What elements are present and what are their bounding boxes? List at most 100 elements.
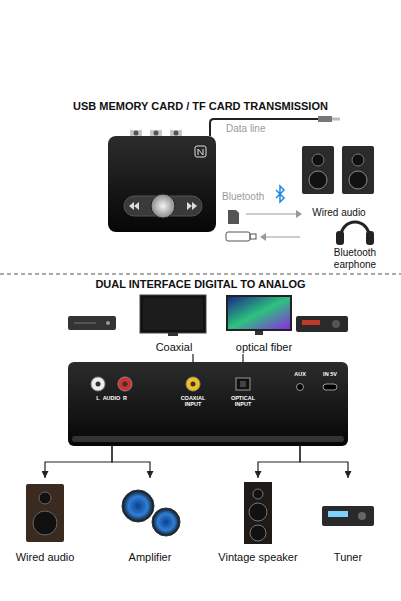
receiver-device (198, 149, 203, 155)
headphones (366, 231, 374, 245)
television (140, 295, 206, 336)
source-caption: optical fiber (224, 292, 304, 354)
signal-connector (300, 446, 348, 478)
wired-speaker (33, 511, 57, 535)
caption-text: Wired audio (16, 551, 75, 564)
port-label: AUDIO (102, 395, 121, 401)
av-receiver (296, 316, 348, 332)
tower-speaker (253, 489, 263, 499)
section-heading: DUAL INTERFACE DIGITAL TO ANALOG (0, 278, 401, 291)
speaker-pair (349, 171, 367, 189)
signal-connector (45, 446, 112, 478)
caption-text: Coaxial (156, 341, 193, 354)
receiver-device (151, 194, 175, 218)
output-caption: Tuner (318, 478, 378, 564)
receiver-device (154, 131, 159, 136)
car-speakers (122, 490, 180, 536)
converter-panel (191, 382, 196, 387)
caption-text: Tuner (334, 551, 362, 564)
tuner-box (328, 511, 348, 517)
speaker-pair (342, 146, 374, 194)
receiver-device (195, 146, 206, 157)
converter-panel (323, 384, 337, 390)
port-label: IN 5V (317, 371, 343, 377)
media-icons (260, 233, 266, 241)
wired-speaker (39, 492, 51, 504)
media-icons (228, 210, 239, 224)
speaker-pair (309, 171, 327, 189)
data-cable (210, 119, 318, 136)
caption-text: optical fiber (236, 341, 292, 354)
speaker-pair (352, 154, 364, 166)
tower-speaker (250, 525, 266, 541)
device-caption: Wired audio (295, 143, 383, 218)
annotation-label: Bluetooth (222, 191, 264, 203)
monitor (226, 295, 292, 331)
television (143, 298, 203, 330)
signal-connector (258, 446, 300, 478)
wired-speaker (26, 484, 64, 542)
converter-panel: LAUDIORCOAXIAL INPUTOPTICAL INPUTAUXIN 5… (68, 362, 348, 446)
television (168, 333, 178, 336)
signal-connector (112, 446, 150, 478)
device-caption: Bluetooth earphone (318, 218, 392, 270)
headphones (336, 231, 344, 245)
media-icons (296, 210, 302, 218)
diagram-title: USB MEMORY CARD / TF CARD TRANSMISSION (0, 100, 401, 113)
media-icons (250, 234, 256, 239)
monitor (226, 295, 292, 335)
signal-connector (242, 354, 243, 362)
tuner-box (322, 506, 374, 526)
media-icons (266, 236, 300, 237)
tuner-box (322, 506, 374, 526)
headphones (336, 222, 374, 245)
converter-panel (118, 377, 132, 391)
port-label: AUX (289, 371, 311, 377)
receiver-device (129, 202, 139, 210)
car-speakers (152, 508, 180, 536)
bluetooth-icon (276, 186, 284, 202)
speaker-pair (302, 146, 334, 194)
monitor (228, 297, 290, 329)
signal-connector (192, 354, 193, 362)
data-cable (318, 116, 332, 122)
converter-panel (186, 377, 200, 391)
av-receiver (302, 320, 320, 325)
dvd-player (68, 316, 116, 330)
receiver-device (187, 202, 197, 210)
bluetooth-icon (276, 186, 284, 202)
converter-panel (68, 362, 348, 446)
converter-panel (96, 382, 101, 387)
converter-panel (297, 384, 304, 391)
data-cable (210, 116, 340, 136)
source-caption: Coaxial (138, 292, 210, 354)
caption-text: Vintage speaker (218, 551, 297, 564)
media-icons (246, 213, 296, 214)
wired-speaker (26, 484, 64, 542)
port-label: R (121, 395, 129, 401)
converter-panel (72, 436, 344, 442)
television (140, 295, 206, 333)
output-caption: Wired audio (8, 478, 82, 564)
av-receiver (332, 320, 340, 328)
receiver-device (108, 136, 216, 232)
port-label: L (94, 395, 102, 401)
caption-text: Bluetooth earphone (318, 247, 392, 270)
dvd-player (68, 316, 116, 330)
caption-text: Wired audio (312, 207, 365, 219)
output-caption: Vintage speaker (212, 478, 304, 564)
port-label: COAXIAL INPUT (176, 395, 210, 407)
speaker-pair (312, 154, 324, 166)
receiver-device (174, 131, 179, 136)
converter-panel (236, 378, 250, 390)
headphones (341, 222, 369, 236)
tower-speaker (244, 482, 272, 544)
converter-panel (123, 382, 128, 387)
av-receiver (296, 316, 348, 332)
dvd-player (106, 321, 110, 325)
tuner-box (358, 512, 366, 520)
